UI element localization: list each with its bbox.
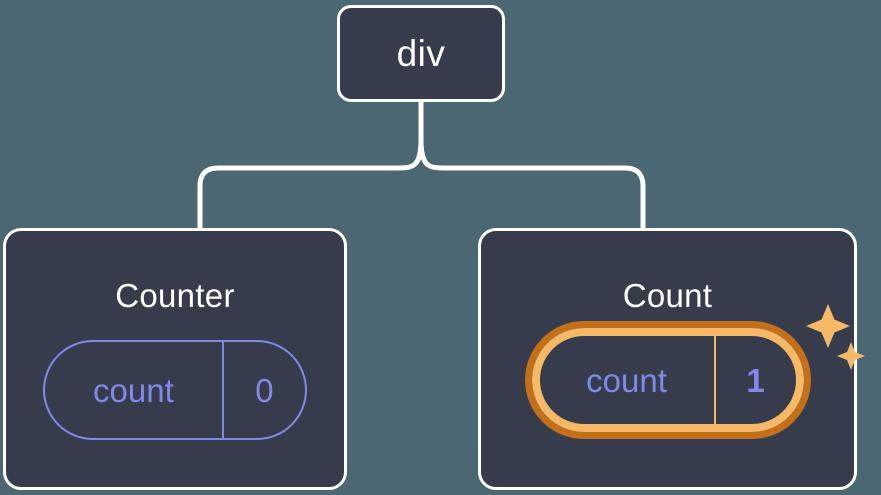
state-pill-counter[interactable]: count 0	[43, 340, 307, 440]
sparkles-icon	[805, 304, 865, 370]
node-count-title: Count	[622, 277, 713, 314]
state-pill-counter-key: count	[93, 371, 174, 409]
connector-to-count	[418, 137, 646, 231]
connector-to-counter	[197, 137, 424, 231]
state-pill-count-wrap: count 1	[524, 304, 865, 439]
state-pill-count-key: count	[586, 361, 667, 399]
sparkle-small-icon	[836, 342, 865, 370]
node-div-label: div	[396, 33, 446, 74]
node-counter-title: Counter	[115, 277, 235, 314]
node-counter[interactable]: Counter count 0	[3, 228, 347, 490]
state-pill-counter-divider	[221, 342, 224, 438]
state-pill-count-divider	[713, 336, 716, 424]
state-pill-counter-value: 0	[255, 371, 274, 409]
sparkle-large-icon	[805, 304, 850, 348]
node-div[interactable]: div	[337, 5, 505, 102]
node-count[interactable]: Count count 1	[478, 228, 865, 490]
state-pill-counter-wrap: count 0	[43, 340, 307, 440]
state-pill-count-value: 1	[746, 361, 765, 399]
state-pill-count[interactable]: count 1	[524, 321, 811, 439]
